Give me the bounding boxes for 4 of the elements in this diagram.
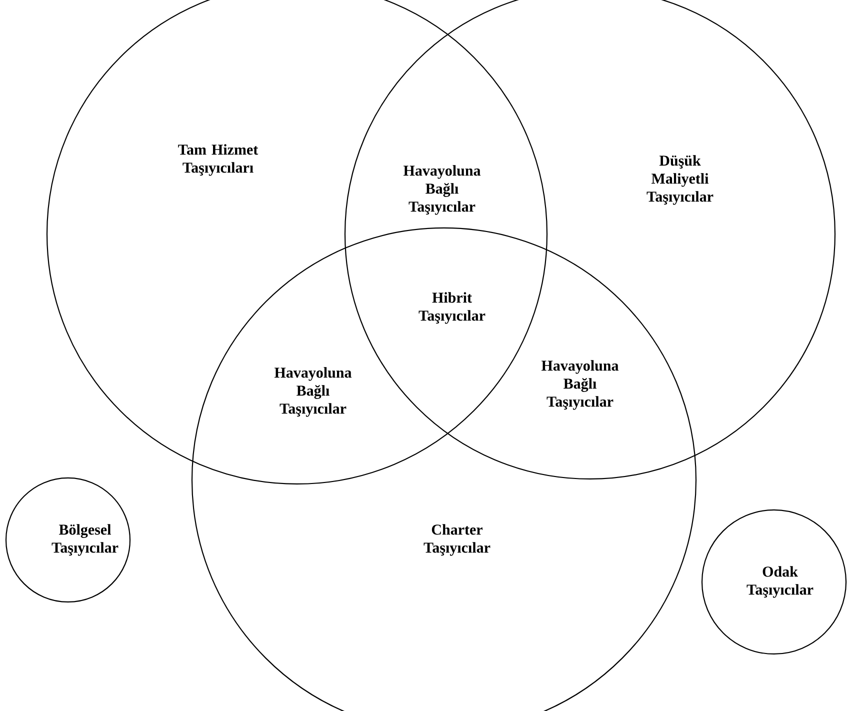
region-label: Havayoluna Bağlı Taşıyıcılar	[274, 367, 352, 417]
region-label: Havayoluna Bağlı Taşıyıcılar	[542, 360, 619, 410]
region-label: Hibrit Taşıyıcılar	[418, 292, 486, 324]
region-label: Havayoluna Bağlı Taşıyıcılar	[404, 165, 481, 215]
